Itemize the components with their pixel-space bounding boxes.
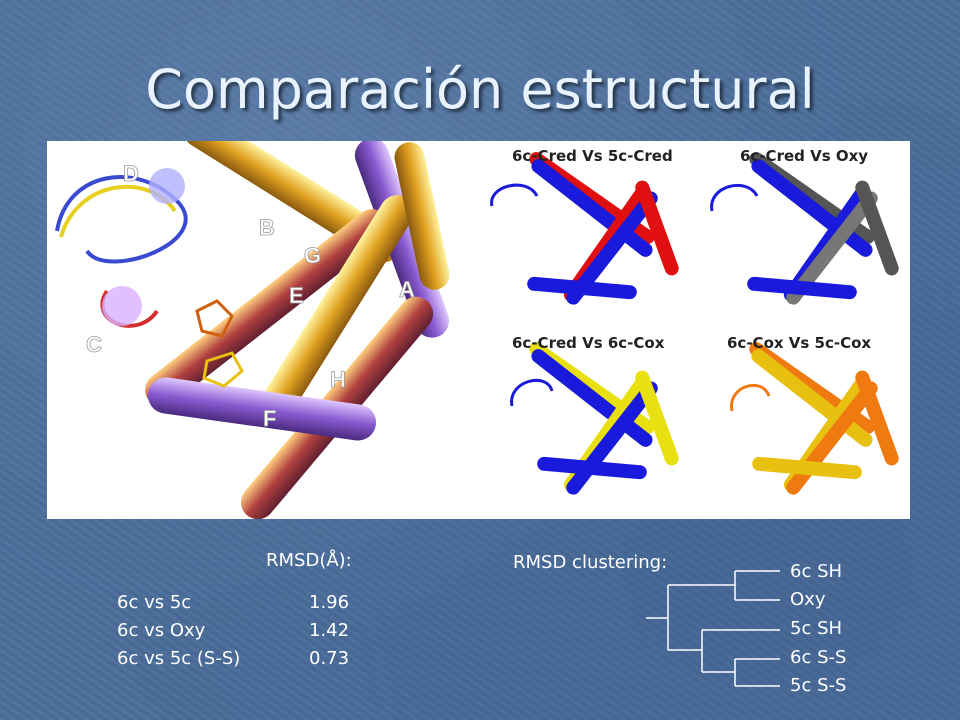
structure-illustration: D B G E A C H F	[55, 141, 899, 519]
helix-label: H	[330, 367, 346, 392]
dendrogram-leaf: 6c SH	[790, 561, 843, 582]
panel-structure-1	[490, 151, 679, 305]
panel-structure-3	[510, 341, 679, 495]
helix-label: D	[123, 161, 139, 186]
helix-label: C	[86, 332, 102, 357]
rmsd-row-value: 1.96	[309, 592, 350, 613]
rmsd-row-value: 0.73	[309, 648, 350, 669]
helix-label: F	[263, 406, 276, 431]
rmsd-row-label: 6c vs 5c (S-S)	[117, 648, 241, 669]
helix-label: G	[304, 243, 321, 268]
dendrogram-leaf: Oxy	[790, 589, 826, 610]
helix-label: A	[399, 277, 415, 302]
protein-structure-figure: D B G E A C H F 6c-Cred Vs 5c-Cred 6c-Cr…	[47, 141, 910, 519]
slide-title: Comparación estructural	[145, 58, 815, 121]
rmsd-row-label: 6c vs 5c	[117, 592, 192, 613]
rmsd-row-value: 1.42	[309, 620, 350, 641]
panel-structure-2	[710, 151, 899, 305]
dendrogram-leaf: 6c S-S	[790, 647, 847, 668]
helix-label: B	[259, 215, 275, 240]
rmsd-heading: RMSD(Å):	[266, 550, 352, 571]
dendrogram	[646, 570, 780, 687]
panel-label: 6c-Cred Vs 5c-Cred	[512, 147, 673, 165]
clustering-heading: RMSD clustering:	[513, 552, 668, 573]
panel-structure-4	[730, 341, 899, 495]
panel-label: 6c-Cred Vs 6c-Cox	[512, 334, 665, 352]
panel-label: 6c-Cred Vs Oxy	[740, 147, 869, 165]
helix-label: E	[289, 283, 304, 308]
rmsd-row-label: 6c vs Oxy	[117, 620, 206, 641]
main-structure	[55, 141, 450, 519]
panel-label: 6c-Cox Vs 5c-Cox	[727, 334, 872, 352]
dendrogram-leaf: 5c S-S	[790, 675, 847, 696]
dendrogram-leaf: 5c SH	[790, 618, 843, 639]
